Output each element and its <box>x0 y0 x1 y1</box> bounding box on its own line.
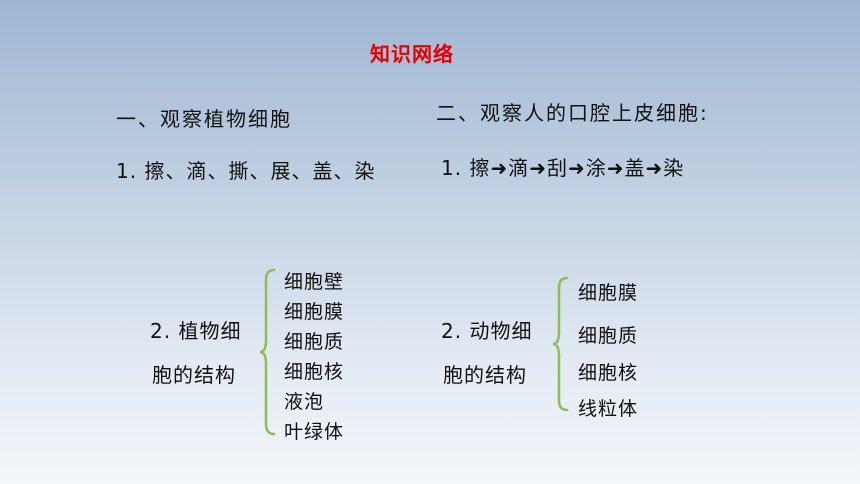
animal-structure-brace <box>552 276 569 412</box>
page-title: 知识网络 <box>370 42 454 66</box>
animal-structure-label-line2: 胞的结构 <box>443 363 527 387</box>
list-item: 叶绿体 <box>284 421 345 443</box>
cheek-cell-steps: 1. 擦➜滴➜刮➜涂➜盖➜染 <box>441 156 685 180</box>
list-item: 细胞质 <box>284 331 345 353</box>
list-item: 细胞质 <box>578 325 639 347</box>
plant-structure-brace <box>259 268 276 436</box>
list-item: 线粒体 <box>578 398 639 420</box>
animal-structure-label: 2. 动物细 胞的结构 <box>441 309 532 397</box>
plant-cell-steps: 1. 擦、滴、撕、展、盖、染 <box>116 159 376 183</box>
plant-structure-label: 2. 植物细 胞的结构 <box>150 309 241 397</box>
animal-structure-label-line1: 2. 动物细 <box>441 319 533 343</box>
animal-structure-list: 细胞膜 细胞质 细胞核 线粒体 <box>578 0 698 484</box>
plant-structure-label-line1: 2. 植物细 <box>150 319 242 343</box>
list-item: 细胞核 <box>578 362 639 384</box>
list-item: 细胞膜 <box>578 282 639 304</box>
cheek-cell-heading: 二、观察人的口腔上皮细胞: <box>436 101 709 125</box>
list-item: 细胞核 <box>284 361 345 383</box>
list-item: 细胞壁 <box>284 271 345 293</box>
list-item: 细胞膜 <box>284 301 345 323</box>
plant-cell-heading: 一、观察植物细胞 <box>116 107 292 131</box>
list-item: 液泡 <box>284 391 325 413</box>
plant-structure-label-line2: 胞的结构 <box>152 363 236 387</box>
plant-structure-list: 细胞壁 细胞膜 细胞质 细胞核 液泡 叶绿体 <box>284 267 344 447</box>
